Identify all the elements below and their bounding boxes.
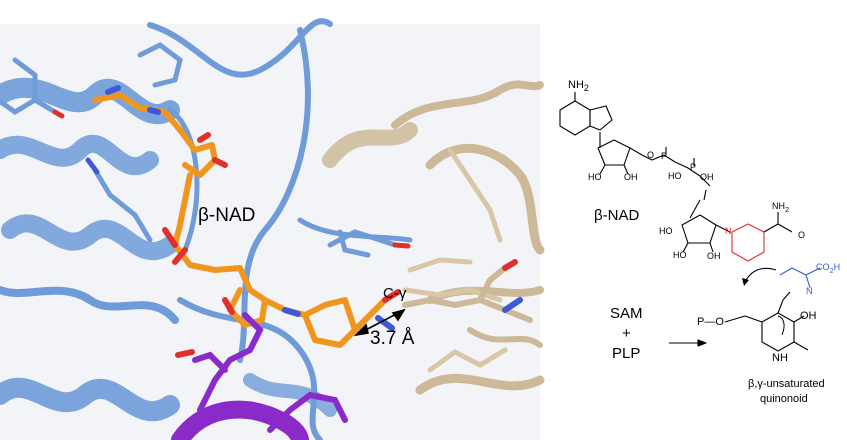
p-o-label: P—O [697, 316, 724, 328]
blue-side-chains [0, 42, 398, 258]
purple-residues [171, 312, 348, 440]
quinonoid-caption-line2: quinonoid [760, 393, 808, 405]
quinonoid-oh-label: OH [800, 310, 817, 322]
adenine-structure [559, 92, 613, 136]
purple-residue-oxygen [175, 349, 195, 358]
distance-label: 3.7 Å [370, 328, 415, 349]
substrate-heteroatoms [502, 259, 523, 313]
ribose2-oh-label: OH [707, 251, 721, 261]
nad-heteroatoms [105, 85, 401, 331]
unsaturated-fragment [779, 267, 821, 289]
chemical-scheme-panel [559, 92, 821, 352]
nad-label-scheme: β-NAD [594, 207, 640, 224]
quinonoid-caption-line1: β,γ-unsaturated [748, 378, 825, 390]
blue-side-chain-heteroatoms [52, 109, 411, 249]
cgamma-label: C-γ [383, 285, 407, 302]
phosphate-bridge [641, 147, 711, 201]
ribose1-ho-label: HO [588, 172, 602, 182]
tan-side-chains [402, 147, 508, 373]
reaction-arrow [669, 339, 707, 347]
plp-label: PLP [612, 345, 641, 362]
protein-structure-panel [0, 18, 545, 440]
amide-bond [763, 223, 779, 233]
co2h-label: CO2H [816, 262, 841, 275]
amide-o-label: O [798, 230, 806, 240]
phosphate-o-label: O [647, 150, 655, 160]
phosphate-p-right: P [690, 162, 697, 172]
ribose2-ho-bottom: HO [673, 250, 687, 260]
distance-arrow [353, 308, 406, 337]
nad-label-protein: β-NAD [198, 205, 256, 226]
quinonoid-structure [724, 291, 809, 352]
amide-nh2-label: NH2 [772, 201, 790, 214]
adenine-nh2-label: NH2 [568, 79, 589, 94]
ribose1-oh-label: OH [624, 172, 638, 182]
phosphate-ho-label: HO [668, 171, 682, 181]
plus-label: + [622, 325, 631, 342]
phosphate-oh-label: OH [700, 172, 714, 182]
ribose2-ho-label: HO [659, 226, 673, 236]
pyridinium-n-label: N [725, 226, 732, 236]
curved-arrow-1 [744, 267, 777, 283]
imine-n-label: N [806, 286, 813, 296]
ribose-ring-1 [597, 132, 643, 175]
pyridinium-ring [731, 223, 765, 262]
substrate-sticks [402, 265, 533, 323]
phosphate-p-left: P [661, 151, 668, 161]
ribose-ring-2 [681, 199, 731, 253]
sam-label: SAM [610, 305, 643, 322]
quinonoid-nh-label: NH [772, 352, 788, 364]
